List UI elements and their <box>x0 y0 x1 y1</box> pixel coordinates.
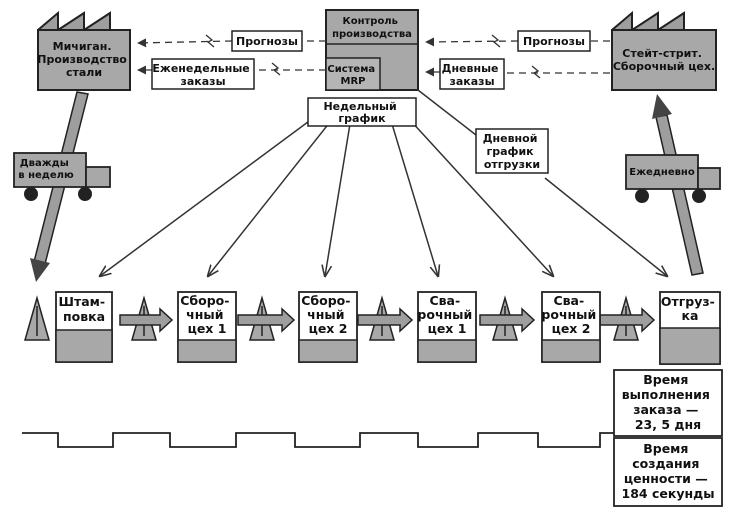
push-arrows <box>119 307 656 333</box>
weekly-orders-box <box>151 58 255 90</box>
value-time-box <box>613 437 723 507</box>
weekly-schedule-label: Недельный график <box>323 100 400 125</box>
svg-text:Штам- повка: Штам- повка <box>59 294 110 324</box>
forecast-flow-left <box>137 34 326 48</box>
process-box-shipping: Отгруз- ка <box>659 291 721 365</box>
value-time-label: Время создания ценности — 184 секунды <box>622 441 715 501</box>
process-box-stamping: Штам- повка <box>55 291 113 363</box>
customer-label: Стейт-стрит. Сборочный цех. <box>613 47 715 73</box>
push-arrow-icon <box>599 307 656 333</box>
process-box-assembly-2: Сборо- чный цех 2 <box>298 291 358 363</box>
daily-shipping-label: Дневной график отгрузки <box>483 132 542 171</box>
weekly-schedule-arrows <box>100 89 667 276</box>
svg-text:Сборо- чный це: Сборо- чный цех 2 <box>301 293 355 336</box>
lead-time-label: Время выполнения заказа — 23, 5 дня <box>622 372 715 432</box>
daily-orders-flow <box>425 65 610 79</box>
svg-text:Сборо- чный це: Сборо- чный цех 1 <box>180 293 234 336</box>
push-arrow-icon <box>357 307 414 333</box>
process-boxes: Штам- повка Сборо- чный цех 1 Сборо- чны… <box>55 291 721 365</box>
outbound-truck-label: Ежедневно <box>629 167 695 178</box>
weekly-orders-label: Еженедельные заказы <box>152 62 253 88</box>
mrp-system-box <box>325 57 381 91</box>
weekly-schedule-box <box>307 97 417 127</box>
forecast-box-right <box>517 30 591 52</box>
process-box-welding-2: Сва- рочный цех 2 <box>541 291 601 363</box>
forecast-box-left <box>231 30 303 52</box>
daily-shipping-box <box>475 128 549 174</box>
forecast-flow-right <box>425 34 610 48</box>
inbound-truck-icon <box>13 152 111 201</box>
inbound-truck-label: Дважды в неделю <box>18 158 74 181</box>
supplier-factory-icon <box>37 10 131 91</box>
customer-factory-icon <box>611 10 717 91</box>
push-arrow-icon <box>237 307 296 333</box>
weekly-orders-flow <box>137 62 326 76</box>
push-arrow-icon <box>119 307 174 333</box>
forecast-label-right: Прогнозы <box>523 35 585 48</box>
outbound-truck-icon <box>625 154 721 203</box>
lead-time-box <box>613 369 723 437</box>
inventory-triangle-icon <box>24 295 50 341</box>
process-box-welding-1: Сва- рочный цех 1 <box>417 291 477 363</box>
svg-text:Сва- рочный це: Сва- рочный цех 1 <box>417 293 476 336</box>
svg-text:Сва- рочный це: Сва- рочный цех 2 <box>541 293 600 336</box>
mrp-system-label: Система MRP <box>327 64 378 87</box>
production-control-label: Контроль производства <box>332 16 412 40</box>
process-box-assembly-1: Сборо- чный цех 1 <box>177 291 237 363</box>
timeline <box>22 432 614 448</box>
forecast-label-left: Прогнозы <box>236 35 298 48</box>
push-arrow-icon <box>479 307 536 333</box>
daily-orders-label: Дневные заказы <box>442 62 503 88</box>
daily-orders-box <box>439 58 505 90</box>
svg-text:Отгруз- ка: Отгруз- ка <box>661 294 719 323</box>
supplier-label: Мичиган. Производство стали <box>37 40 130 79</box>
